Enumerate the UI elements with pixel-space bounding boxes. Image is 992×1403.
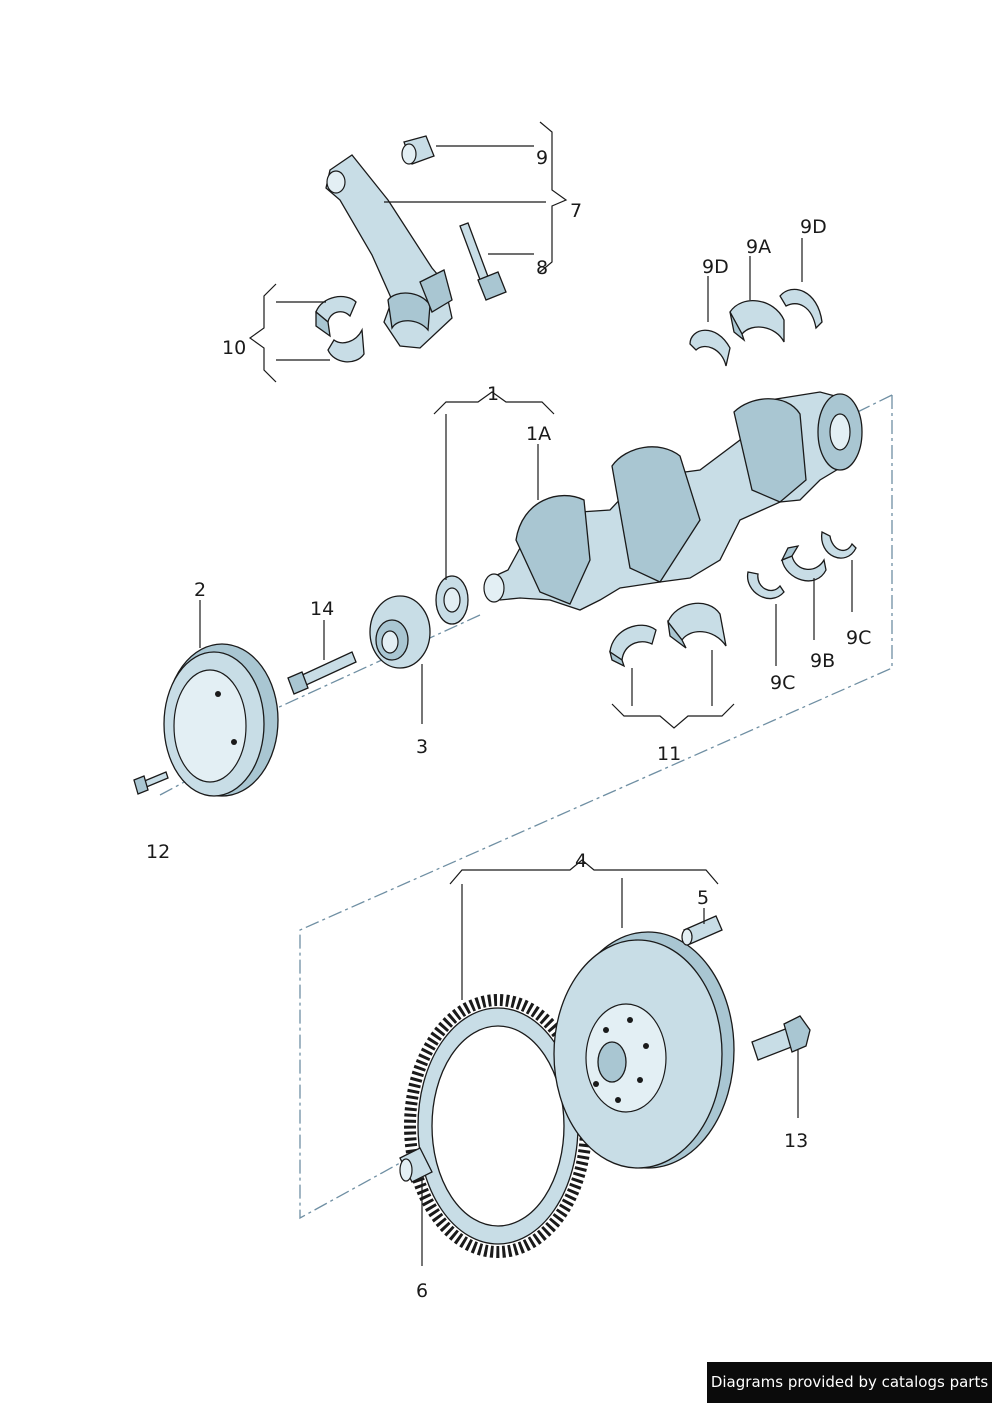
thrust-washers-bottom [747,531,857,600]
dowel-pin [681,915,723,946]
label-10: 10 [222,337,246,359]
flywheel [553,931,735,1169]
label-9C-right: 9C [846,627,871,649]
credit-banner: Diagrams provided by catalogs parts [707,1362,992,1403]
piston-pin-bushing [401,135,435,165]
flywheel-bolt [751,1015,811,1061]
label-11: 11 [657,743,681,765]
callout-labels: 9 7 8 10 1 1A 9D 9A 9D 9C 9B 9C 11 2 14 … [146,147,871,1302]
label-2: 2 [194,579,206,601]
leader-lines [199,121,853,1266]
oil-pump-sprocket [435,575,469,625]
main-bearing-shells [608,602,727,668]
label-9B: 9B [810,650,835,672]
label-13: 13 [784,1130,808,1152]
rod-bolt [459,222,507,301]
crankshaft-pulley [163,643,279,797]
ring-gear [404,994,592,1258]
label-8: 8 [536,257,548,279]
label-9: 9 [536,147,548,169]
label-1: 1 [487,383,499,405]
label-9D-left: 9D [702,256,729,278]
crank-bolt [287,651,357,695]
label-1A: 1A [526,423,551,445]
label-14: 14 [310,598,334,620]
thrust-washers-top [689,288,823,367]
label-3: 3 [416,736,428,758]
rod-bearing-shells [315,295,365,363]
label-4: 4 [575,850,587,872]
label-6: 6 [416,1280,428,1302]
crank-sprocket [369,595,431,669]
crankshaft [483,391,863,611]
label-5: 5 [697,887,709,909]
pulley-bolt [133,771,169,795]
connecting-rod [325,154,453,349]
label-9C-left: 9C [770,672,795,694]
label-7: 7 [570,200,582,222]
label-9A: 9A [746,236,771,258]
label-9D-right: 9D [800,216,827,238]
needle-bearing [399,1147,433,1183]
label-12: 12 [146,841,170,863]
